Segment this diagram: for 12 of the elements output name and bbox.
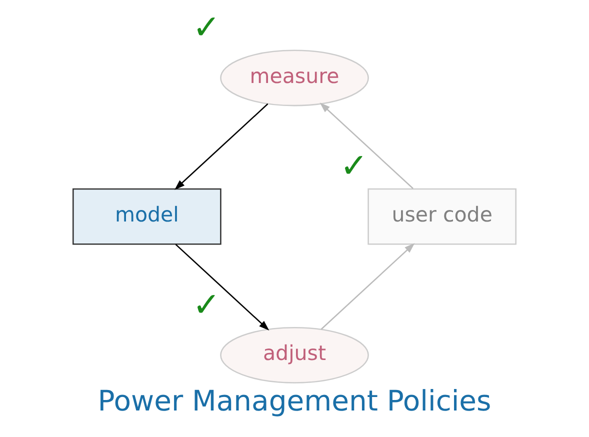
arrow — [320, 243, 415, 330]
diagram-title: Power Management Policies — [98, 384, 492, 418]
arrow — [175, 244, 270, 331]
node-label: ✓ — [340, 146, 368, 186]
arrow — [174, 103, 268, 190]
node-label: ✓ — [192, 284, 220, 324]
node-box: user code — [368, 188, 516, 245]
node-box: model — [72, 188, 222, 245]
node-ellipse: measure — [220, 50, 369, 106]
arrow — [320, 102, 414, 189]
node-ellipse: adjust — [220, 326, 369, 384]
node-label: ✓ — [192, 8, 220, 47]
